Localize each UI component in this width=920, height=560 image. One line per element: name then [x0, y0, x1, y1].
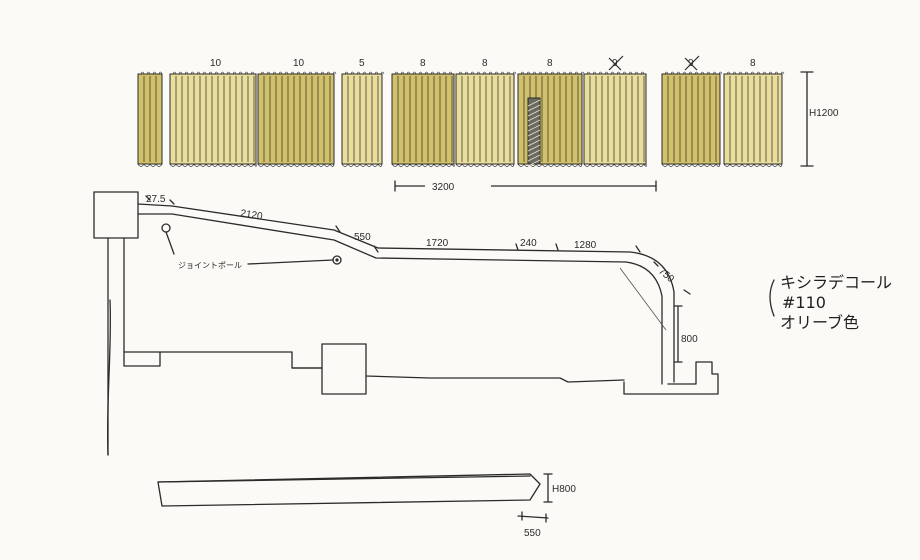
- curtain-height-label: H1200: [809, 108, 839, 119]
- fence-outer-line: [137, 203, 675, 383]
- joint-pole-label: ジョイントポール: [178, 261, 242, 270]
- dim-240: 240: [520, 238, 537, 249]
- strike-mark: [608, 55, 624, 71]
- material-note: キシラデコール #110 オリーブ色: [769, 273, 892, 332]
- curtain-panel: 8: [455, 58, 517, 167]
- curtain-count-label: 8: [547, 58, 553, 69]
- bench-elevation: H800 550: [157, 473, 576, 539]
- curtain-panel: 8: [723, 58, 785, 167]
- dim-800: 800: [681, 334, 698, 345]
- curtain-width-dimension: 3200: [394, 180, 657, 193]
- end-post: [93, 191, 139, 239]
- plan-view: ジョイントポール 27.5 2120 550 1720 240 1280 750…: [93, 191, 719, 456]
- dim-750: 750: [656, 266, 676, 285]
- joint-pole-1: [161, 223, 171, 233]
- dim-2120: 2120: [240, 208, 264, 222]
- dim-1720: 1720: [426, 238, 449, 249]
- curtain-count-label: 10: [293, 58, 305, 69]
- curtain-width-label: 3200: [432, 182, 455, 193]
- curtain-panel: 5: [341, 58, 385, 167]
- strike-mark: [684, 55, 700, 71]
- fence-inner-line: [137, 213, 663, 385]
- curtain-panel: 9: [583, 55, 647, 167]
- curtain-panel: 9: [661, 55, 723, 167]
- dim-550: 550: [354, 232, 371, 243]
- curtain-count-label: 8: [482, 58, 488, 69]
- curtain-count-label: 5: [359, 58, 365, 69]
- curtain-height-dimension: H1200: [800, 71, 839, 167]
- curtain-count-label: 8: [750, 58, 756, 69]
- curtain-panel: 10: [169, 58, 257, 167]
- material-note-line1: キシラデコール: [780, 273, 892, 292]
- curtain-count-label: 10: [210, 58, 222, 69]
- dim-27-5: 27.5: [146, 194, 166, 205]
- bench-width-label: 550: [524, 528, 541, 539]
- material-note-line2: #110: [782, 293, 826, 312]
- curtain-panel: [137, 71, 163, 167]
- dim-1280: 1280: [574, 240, 597, 251]
- corner-wall: [623, 361, 719, 395]
- boundary-wall: [123, 343, 625, 383]
- material-note-line3: オリーブ色: [780, 313, 859, 332]
- curtain-panel: 10: [257, 58, 337, 167]
- bench-height-label: H800: [552, 484, 576, 495]
- curtain-panel: 8: [391, 58, 455, 167]
- bench-body: [157, 473, 541, 507]
- curtain-count-label: 8: [420, 58, 426, 69]
